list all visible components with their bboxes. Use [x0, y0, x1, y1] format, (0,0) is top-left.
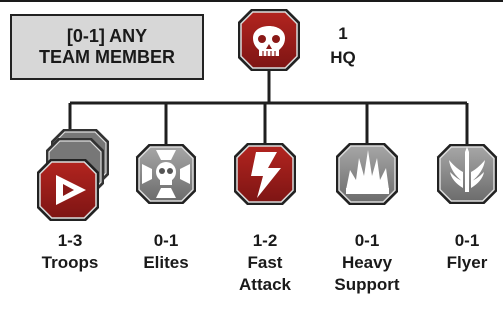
slot-count: 0-1 — [153, 231, 179, 250]
hq-count: 1 — [338, 24, 348, 43]
team-member-box: [0-1] ANY TEAM MEMBER — [10, 14, 204, 80]
slot-name-line: Troops — [41, 253, 99, 272]
top-border-line — [0, 0, 503, 2]
slot-count: 1-3 — [57, 231, 83, 250]
slot-name-line: Fast — [247, 253, 283, 272]
slot-name-line: Support — [334, 275, 400, 294]
team-box-line-1: [0-1] ANY — [66, 26, 148, 46]
team-box-line-2: TEAM MEMBER — [39, 47, 175, 67]
slot-name-line: Flyer — [446, 253, 488, 272]
flyer-icon — [437, 144, 497, 204]
slot-name-line: Elites — [143, 253, 189, 272]
slot-count: 1-2 — [252, 231, 278, 250]
skull-icon — [238, 9, 300, 71]
slot-count: 0-1 — [354, 231, 380, 250]
hq-label: 1 HQ — [313, 22, 373, 70]
hq-name: HQ — [330, 48, 356, 67]
elites-icon — [136, 144, 196, 204]
connector-lines — [68, 64, 469, 148]
troops-icon — [37, 159, 99, 221]
fast-attack-icon — [234, 143, 296, 205]
heavy-support-icon — [336, 143, 398, 205]
slot-name-line: Heavy — [341, 253, 393, 272]
slot-name-line: Attack — [239, 275, 291, 294]
slot-icons — [37, 9, 497, 221]
slot-count: 0-1 — [454, 231, 480, 250]
